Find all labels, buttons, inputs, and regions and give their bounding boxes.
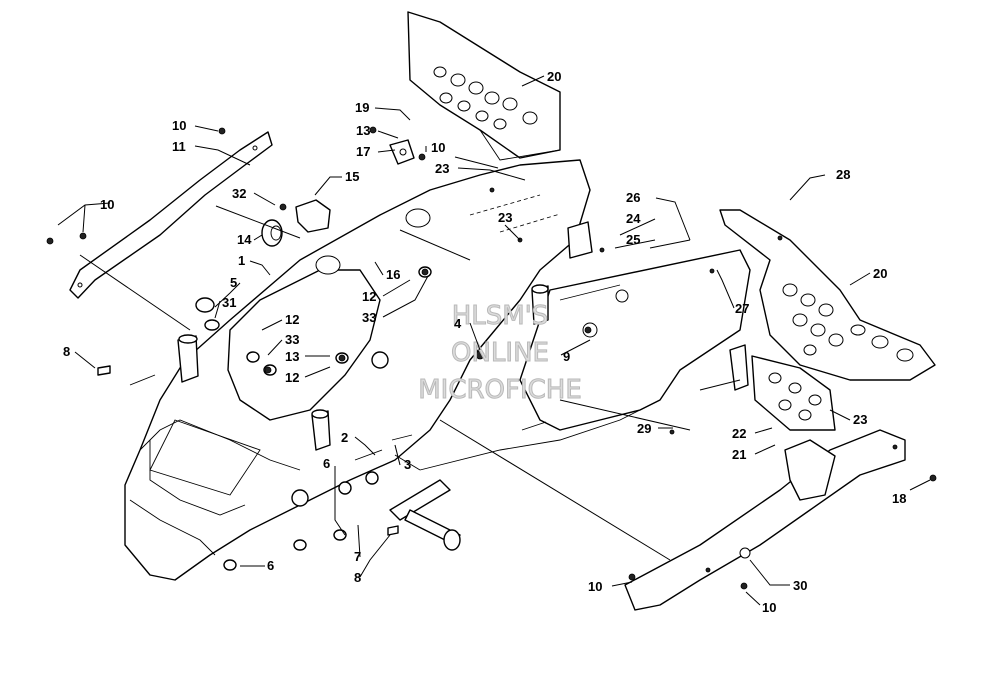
callout-8: 8 (354, 570, 361, 585)
callout-10: 10 (762, 600, 776, 615)
watermark-line-3: MICROFICHE (418, 375, 582, 405)
side-rail (624, 429, 937, 611)
callout-14: 14 (237, 232, 252, 247)
handlebar-brace (69, 131, 273, 299)
callout-28: 28 (836, 167, 850, 182)
watermark: HLSM'S ONLINE MICROFICHE (418, 301, 583, 406)
callout-23: 23 (435, 161, 449, 176)
callout-6: 6 (267, 558, 274, 573)
callout-11: 11 (172, 139, 186, 154)
hardware (46, 126, 715, 536)
callout-2: 2 (341, 430, 348, 445)
callout-5: 5 (230, 275, 237, 290)
callout-33: 33 (362, 310, 376, 325)
callout-18: 18 (892, 491, 906, 506)
front-frame (124, 159, 751, 581)
callout-30: 30 (793, 578, 807, 593)
callout-25: 25 (626, 232, 640, 247)
callout-27: 27 (735, 301, 749, 316)
callout-7: 7 (354, 549, 361, 564)
mount-plate (729, 344, 836, 431)
callout-20: 20 (547, 69, 561, 84)
callout-23: 23 (498, 210, 512, 225)
callout-19: 19 (355, 100, 369, 115)
callout-12: 12 (285, 370, 299, 385)
callout-16: 16 (386, 267, 400, 282)
callout-17: 17 (356, 144, 370, 159)
watermark-line-2: ONLINE (451, 338, 549, 368)
callout-8: 8 (63, 344, 70, 359)
callout-32: 32 (232, 186, 246, 201)
rear-skid-plate (719, 209, 936, 381)
callout-13: 13 (285, 349, 299, 364)
callout-1: 1 (238, 253, 245, 268)
upper-skid-plate (407, 11, 561, 161)
callout-15: 15 (345, 169, 359, 184)
callout-3: 3 (404, 457, 411, 472)
callout-22: 22 (732, 426, 746, 441)
callout-9: 9 (563, 349, 570, 364)
watermark-line-1: HLSM'S (452, 301, 549, 331)
callout-10: 10 (588, 579, 602, 594)
callout-33: 33 (285, 332, 299, 347)
callout-12: 12 (362, 289, 376, 304)
callout-26: 26 (626, 190, 640, 205)
callout-4: 4 (454, 316, 462, 331)
callout-23: 23 (853, 412, 867, 427)
callout-31: 31 (222, 295, 236, 310)
callout-10: 10 (172, 118, 186, 133)
callout-21: 21 (732, 447, 746, 462)
callout-6: 6 (323, 456, 330, 471)
projection-lines (79, 194, 741, 561)
callout-10: 10 (431, 140, 445, 155)
callout-24: 24 (626, 211, 641, 226)
callout-10: 10 (100, 197, 114, 212)
callout-20: 20 (873, 266, 887, 281)
callout-29: 29 (637, 421, 651, 436)
leader-lines (57, 75, 931, 606)
callout-12: 12 (285, 312, 299, 327)
callout-13: 13 (356, 123, 370, 138)
callout-labels: 10 11 10 19 13 17 10 23 15 32 14 1 5 31 … (63, 69, 906, 615)
